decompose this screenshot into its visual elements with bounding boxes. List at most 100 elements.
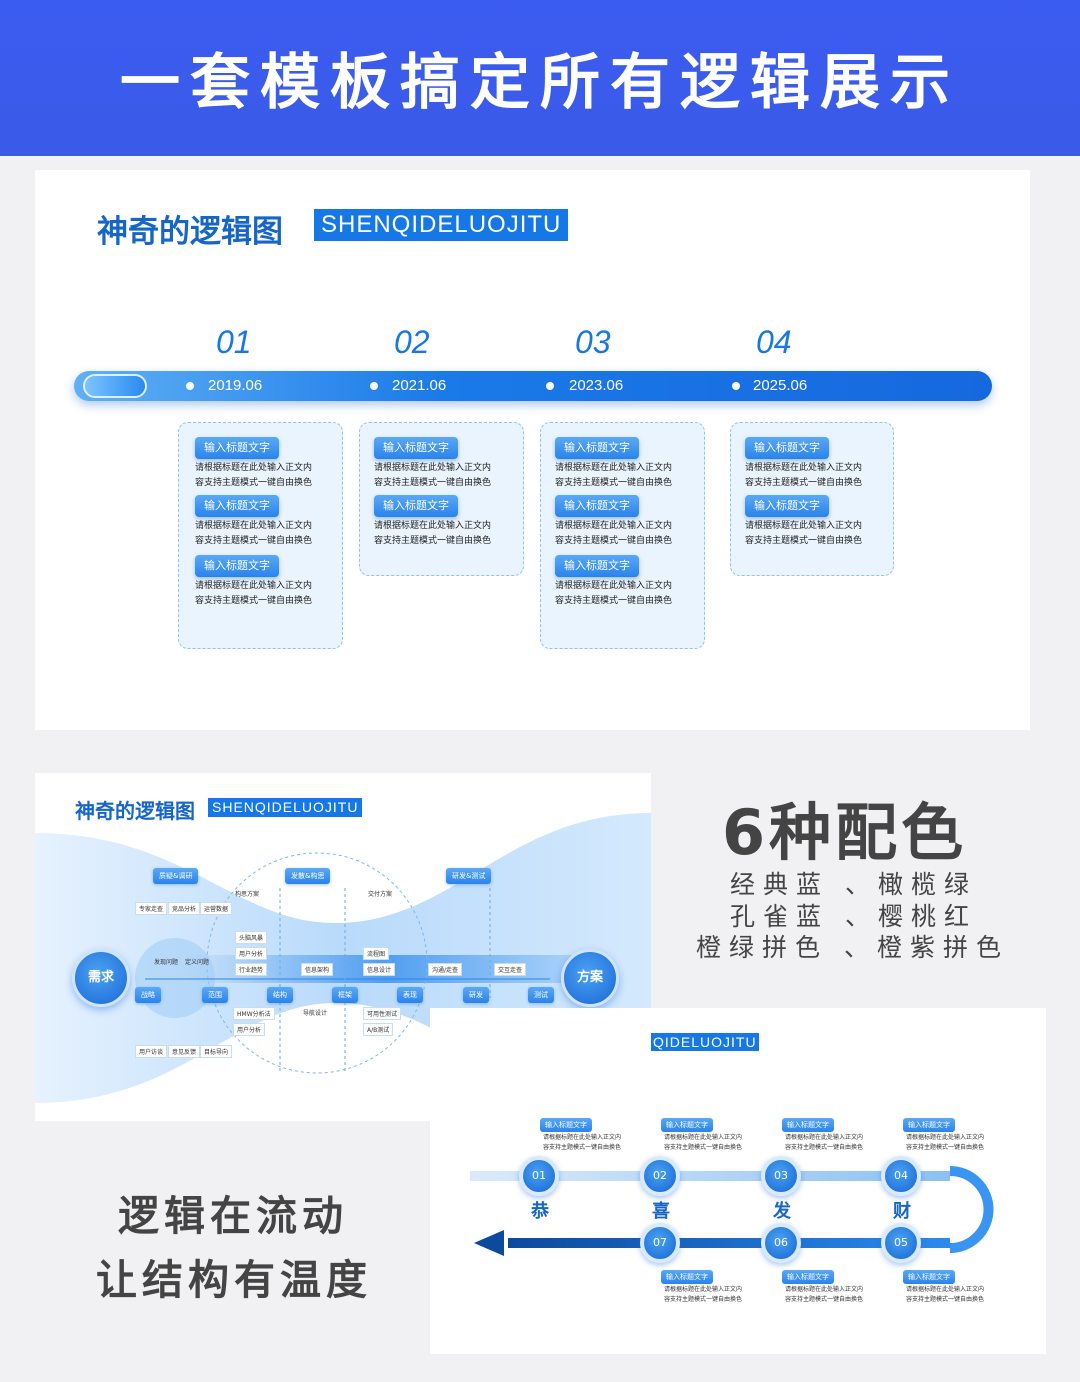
item-text: 请根据标题在此处输入正文内容支持主题模式一键自由换色 xyxy=(906,1286,985,1303)
item-title-button[interactable]: 输入标题文字 xyxy=(195,437,279,459)
step-char: 财 xyxy=(893,1201,911,1222)
stage-button[interactable]: 发散&构思 xyxy=(285,868,331,884)
item-title-button[interactable]: 输入标题文字 xyxy=(903,1118,955,1132)
stage-button[interactable]: 研发&测试 xyxy=(446,868,492,884)
note-label: 发现问题 xyxy=(154,959,179,966)
mini-tag: 信息架构 xyxy=(301,963,334,976)
phase-button[interactable]: 范围 xyxy=(202,987,228,1003)
item-title-button[interactable]: 输入标题文字 xyxy=(555,495,639,517)
item-title-button[interactable]: 输入标题文字 xyxy=(745,495,829,517)
item-title-button[interactable]: 输入标题文字 xyxy=(195,555,279,577)
phase-button[interactable]: 表现 xyxy=(397,987,423,1003)
page-title: 一套模板搞定所有逻辑展示 xyxy=(120,48,960,118)
item-text: 请根据标题在此处输入正文内容支持主题模式一键自由换色 xyxy=(555,521,673,546)
item-text: 请根据标题在此处输入正文内容支持主题模式一键自由换色 xyxy=(195,581,313,606)
milestone-date: 2025.06 xyxy=(753,377,808,394)
step-node: 02 xyxy=(640,1156,680,1196)
mini-tag: 头脑风暴 xyxy=(235,931,268,944)
slogan-line-2: 让结构有温度 xyxy=(96,1256,372,1304)
phase-button[interactable]: 测试 xyxy=(528,987,554,1003)
milestone-number: 01 xyxy=(216,324,252,360)
item-title-button[interactable]: 输入标题文字 xyxy=(540,1118,592,1132)
item-title-button[interactable]: 输入标题文字 xyxy=(782,1118,834,1132)
item-title-button[interactable]: 输入标题文字 xyxy=(555,437,639,459)
demand-circle: 需求 xyxy=(72,949,130,1007)
card-tag: SHENQIDELUOJITU xyxy=(314,209,569,241)
step-char: 发 xyxy=(773,1201,791,1222)
item-title-button[interactable]: 输入标题文字 xyxy=(661,1270,713,1284)
timeline-dot xyxy=(186,382,194,390)
solution-circle: 方案 xyxy=(561,949,619,1007)
color-option-line: 经典蓝 、橄榄绿 xyxy=(730,870,977,899)
step-node: 04 xyxy=(881,1156,921,1196)
step-char: 喜 xyxy=(652,1201,670,1222)
item-text: 请根据标题在此处输入正文内容支持主题模式一键自由换色 xyxy=(543,1134,622,1151)
phase-button[interactable]: 战略 xyxy=(135,987,161,1003)
timeline-start-pill xyxy=(83,374,147,398)
milestone-date: 2021.06 xyxy=(392,377,447,394)
item-title-button[interactable]: 输入标题文字 xyxy=(374,437,458,459)
milestone-box: 输入标题文字 请根据标题在此处输入正文内容支持主题模式一键自由换色 输入标题文字… xyxy=(359,422,524,576)
item-text: 请根据标题在此处输入正文内容支持主题模式一键自由换色 xyxy=(195,521,313,546)
milestone-number: 02 xyxy=(394,324,430,360)
item-title-button[interactable]: 输入标题文字 xyxy=(555,555,639,577)
phase-button[interactable]: 框架 xyxy=(332,987,358,1003)
item-title-button[interactable]: 输入标题文字 xyxy=(374,495,458,517)
timeline-dot xyxy=(546,382,554,390)
mini-tag: A/B测试 xyxy=(363,1023,394,1036)
milestone-box: 输入标题文字 请根据标题在此处输入正文内容支持主题模式一键自由换色 输入标题文字… xyxy=(178,422,343,649)
step-node: 05 xyxy=(881,1223,921,1263)
mini-tag: 用户分析 xyxy=(233,1023,266,1036)
timeline-bar xyxy=(74,371,992,401)
phase-button[interactable]: 结构 xyxy=(267,987,293,1003)
mini-tag: 沟通/走查 xyxy=(428,963,463,976)
timeline-card: 神奇的逻辑图 SHENQIDELUOJITU 01 02 03 04 2019.… xyxy=(35,170,1030,730)
item-text: 请根据标题在此处输入正文内容支持主题模式一键自由换色 xyxy=(555,581,673,606)
item-text: 请根据标题在此处输入正文内容支持主题模式一键自由换色 xyxy=(195,463,313,488)
item-text: 请根据标题在此处输入正文内容支持主题模式一键自由换色 xyxy=(745,463,863,488)
mini-tag: 行业趋势 xyxy=(235,963,268,976)
mini-tag: 竞品分析 xyxy=(168,902,201,915)
phase-button[interactable]: 研发 xyxy=(463,987,489,1003)
item-text: 请根据标题在此处输入正文内容支持主题模式一键自由换色 xyxy=(785,1134,864,1151)
mini-tag: 可用性测试 xyxy=(363,1007,402,1020)
step-char: 恭 xyxy=(531,1201,549,1222)
item-text: 请根据标题在此处输入正文内容支持主题模式一键自由换色 xyxy=(374,463,492,488)
mini-tag: 意见反馈 xyxy=(168,1045,201,1058)
item-title-button[interactable]: 输入标题文字 xyxy=(745,437,829,459)
snake-flow-card: QIDELUOJITU 输入标题文字 请根据标题在此处输入正文内容支持主题模式一… xyxy=(430,1008,1046,1354)
mini-tag: 用户分析 xyxy=(235,947,268,960)
item-title-button[interactable]: 输入标题文字 xyxy=(782,1270,834,1284)
item-text: 请根据标题在此处输入正文内容支持主题模式一键自由换色 xyxy=(664,1134,743,1151)
card-tag: QIDELUOJITU xyxy=(651,1033,759,1051)
mini-tag: 信息设计 xyxy=(363,963,396,976)
item-text: 请根据标题在此处输入正文内容支持主题模式一键自由换色 xyxy=(745,521,863,546)
slogan-line-1: 逻辑在流动 xyxy=(118,1192,348,1240)
milestone-box: 输入标题文字 请根据标题在此处输入正文内容支持主题模式一键自由换色 输入标题文字… xyxy=(730,422,894,576)
step-node: 03 xyxy=(761,1156,801,1196)
step-node: 07 xyxy=(640,1223,680,1263)
note-label: 导航设计 xyxy=(303,1010,328,1017)
snake-path xyxy=(470,1166,994,1256)
milestone-number: 03 xyxy=(575,324,611,360)
item-title-button[interactable]: 输入标题文字 xyxy=(195,495,279,517)
stage-button[interactable]: 质疑&调研 xyxy=(153,868,199,884)
header-banner xyxy=(0,0,1080,156)
milestone-date: 2019.06 xyxy=(208,377,263,394)
mini-tag: 流程图 xyxy=(363,947,390,960)
note-label: 交付方案 xyxy=(368,891,393,898)
item-title-button[interactable]: 输入标题文字 xyxy=(661,1118,713,1132)
mini-tag: 交互走查 xyxy=(494,963,527,976)
item-title-button[interactable]: 输入标题文字 xyxy=(903,1270,955,1284)
timeline-dot xyxy=(732,382,740,390)
color-option-line: 橙绿拼色 、橙紫拼色 xyxy=(696,933,1009,962)
note-label: 定义问题 xyxy=(185,959,210,966)
milestone-number: 04 xyxy=(756,324,792,360)
mini-tag: 目标导向 xyxy=(200,1045,233,1058)
card-tag: SHENQIDELUOJITU xyxy=(208,798,363,817)
step-node: 01 xyxy=(519,1156,559,1196)
item-text: 请根据标题在此处输入正文内容支持主题模式一键自由换色 xyxy=(664,1286,743,1303)
mini-tag: 用户访谈 xyxy=(135,1045,168,1058)
item-text: 请根据标题在此处输入正文内容支持主题模式一键自由换色 xyxy=(785,1286,864,1303)
milestone-box: 输入标题文字 请根据标题在此处输入正文内容支持主题模式一键自由换色 输入标题文字… xyxy=(540,422,705,649)
